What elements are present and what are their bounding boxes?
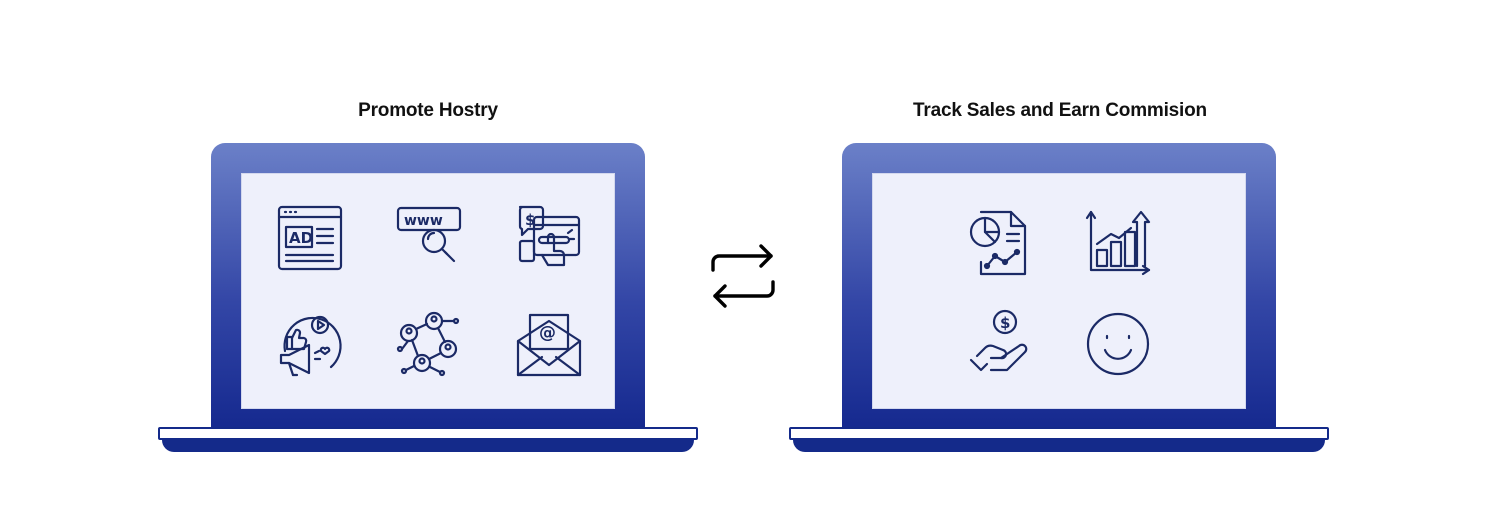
laptop-base	[789, 427, 1329, 440]
svg-text:AD: AD	[289, 229, 313, 247]
growth-chart-icon	[1083, 208, 1153, 278]
swap-arrows-icon	[705, 240, 781, 312]
email-envelope-icon: @	[514, 311, 584, 381]
laptop-lid: $	[842, 143, 1276, 433]
network-people-icon	[394, 311, 464, 381]
svg-text:www: www	[404, 213, 443, 229]
smiley-face-icon	[1083, 308, 1153, 378]
svg-text:$: $	[525, 211, 535, 229]
ad-browser-icon: AD	[275, 203, 345, 273]
laptop-foot	[793, 440, 1325, 452]
left-laptop: AD www $	[158, 143, 702, 453]
laptop-foot	[162, 440, 694, 452]
svg-text:@: @	[539, 323, 556, 343]
laptop-screen: $	[872, 173, 1246, 409]
track-sales-title: Track Sales and Earn Commision	[913, 100, 1207, 121]
promote-hostry-title: Promote Hostry	[358, 100, 498, 121]
laptop-screen: AD www $	[241, 173, 615, 409]
sales-report-icon	[967, 208, 1037, 278]
hand-coin-icon: $	[967, 308, 1037, 378]
pay-per-click-icon: $	[514, 203, 584, 273]
www-search-icon: www	[394, 203, 464, 273]
laptop-base	[158, 427, 698, 440]
svg-text:$: $	[1000, 314, 1010, 332]
social-media-megaphone-icon	[275, 311, 345, 381]
laptop-lid: AD www $	[211, 143, 645, 433]
right-laptop: $	[789, 143, 1333, 453]
